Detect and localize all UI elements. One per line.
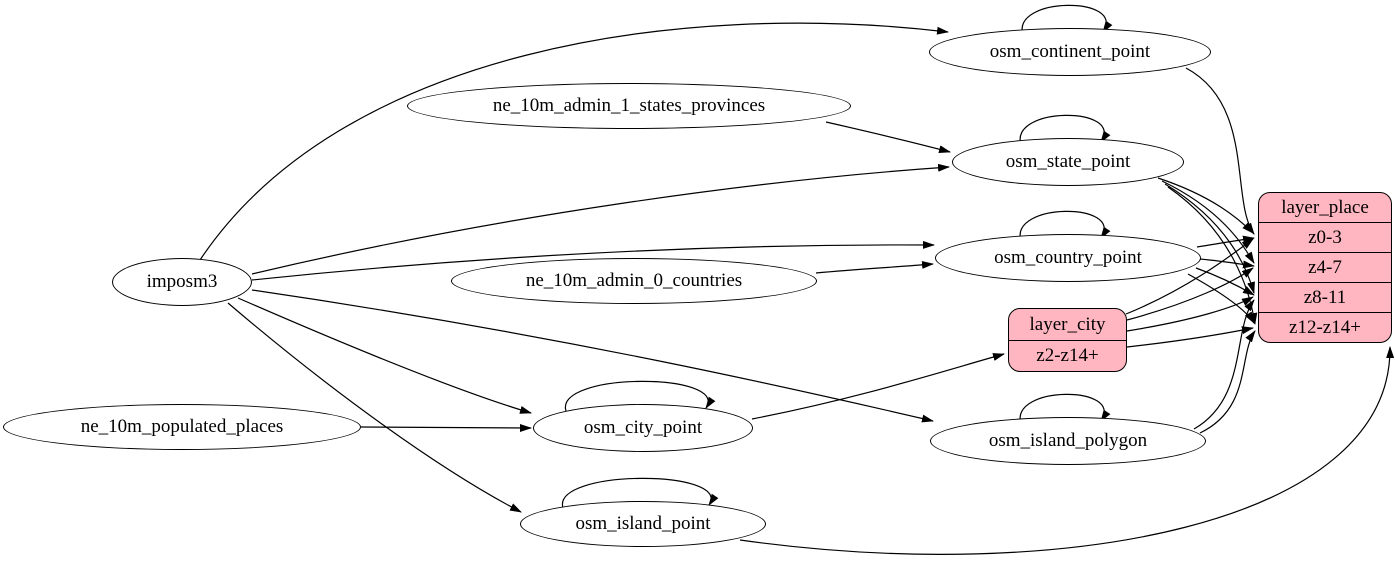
table-label: osm_city_point (583, 417, 703, 438)
table-label: osm_continent_point (989, 41, 1151, 62)
self-loop-osm_city_point (565, 380, 716, 412)
table-osm_country_point: osm_country_point (935, 234, 1201, 282)
table-label: osm_country_point (994, 247, 1142, 268)
table-label: osm_island_polygon (988, 430, 1148, 451)
table-osm_city_point: osm_city_point (533, 404, 753, 452)
edge-layer_city-to-layer_place-z12-z14+ (1126, 326, 1254, 348)
table-ne_10m_admin_0_countries: ne_10m_admin_0_countries (451, 258, 817, 304)
edge-imposm3-to-osm_state_point (251, 163, 950, 275)
edge-ne_10m_admin_1_states_provinces-to-osm_state_point (825, 121, 951, 154)
table-ne_10m_admin_1_states_provinces: ne_10m_admin_1_states_provinces (407, 83, 851, 129)
edge-imposm3-to-osm_continent_point (199, 22, 949, 261)
edge-ne_10m_admin_0_countries-to-osm_country_point (815, 260, 934, 274)
edge-osm_state_point-to-layer_place-z8-11 (1164, 183, 1255, 294)
table-imposm3: imposm3 (112, 258, 252, 306)
edge-osm_state_point-to-layer_place-z0-3 (1157, 177, 1254, 234)
table-label: ne_10m_admin_0_countries (525, 270, 743, 291)
table-osm_state_point: osm_state_point (952, 138, 1184, 186)
edge-imposm3-to-osm_country_point (251, 240, 935, 281)
table-osm_island_polygon: osm_island_polygon (930, 417, 1206, 465)
edge-ne_10m_populated_places-to-osm_city_point (360, 423, 532, 432)
table-label: osm_state_point (1005, 151, 1131, 172)
layer-layer_place-row-z4-7: z4-7 (1259, 252, 1391, 282)
table-label: ne_10m_admin_1_states_provinces (492, 95, 766, 116)
edge-layer_city-to-layer_place-z4-7 (1126, 267, 1254, 321)
edge-imposm3-to-osm_city_point (237, 297, 532, 414)
edge-layer_city-to-layer_place-z8-11 (1126, 296, 1254, 332)
layer-layer_city-row-z2-z14+: z2-z14+ (1036, 345, 1099, 366)
self-loop-osm_country_point (1019, 210, 1111, 242)
table-osm_continent_point: osm_continent_point (929, 28, 1211, 76)
edge-imposm3-to-osm_island_polygon (251, 289, 934, 423)
self-loop-osm_island_point (562, 477, 719, 509)
layer-layer_place-row-z0-3: z0-3 (1308, 226, 1342, 248)
layer-header: layer_city (1009, 309, 1126, 341)
table-label: osm_island_point (575, 513, 711, 534)
layer-layer_city: layer_city z2-z14+ (1008, 308, 1127, 372)
table-label: imposm3 (146, 271, 218, 292)
layer-header: layer_place (1259, 193, 1391, 223)
self-loop-osm_state_point (1019, 114, 1111, 146)
edge-osm_country_point-to-layer_place-z8-11 (1195, 267, 1255, 296)
edge-osm_state_point-to-layer_place-z4-7 (1161, 180, 1255, 264)
layer-layer_place-row-z8-11: z8-11 (1259, 282, 1391, 312)
table-osm_island_point: osm_island_point (520, 501, 766, 547)
edge-osm_island_polygon-to-layer_place-z12-z14+ (1199, 330, 1256, 434)
edge-layer_city-to-layer_place-z0-3 (1125, 238, 1254, 315)
table-ne_10m_populated_places: ne_10m_populated_places (3, 404, 361, 450)
edge-osm_city_point-to-layer_city-z2-z14+ (751, 353, 1005, 420)
self-loop-osm_continent_point (1021, 4, 1113, 36)
table-label: ne_10m_populated_places (80, 416, 284, 437)
edge-osm_continent_point-to-layer_place-z0-3 (1185, 67, 1255, 235)
edge-imposm3-to-osm_island_point (227, 302, 522, 513)
self-loop-osm_island_polygon (1019, 393, 1111, 425)
edge-osm_country_point-to-layer_place-z12-z14+ (1187, 273, 1255, 324)
edge-osm_country_point-to-layer_place-z4-7 (1199, 258, 1255, 269)
layer-layer_place-row-z12-z14+: z12-z14+ (1259, 312, 1391, 342)
edge-osm_island_polygon-to-layer_place-z8-11 (1193, 299, 1255, 430)
edge-osm_state_point-to-layer_place-z12-z14+ (1167, 186, 1258, 325)
edge-osm_island_point-to-layer_place-z12-z14+ (739, 346, 1395, 555)
